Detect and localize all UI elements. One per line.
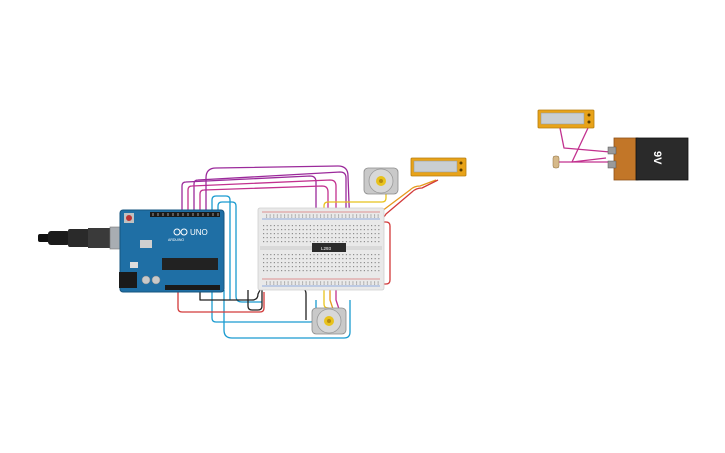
wire-purple-2[interactable] <box>193 171 347 228</box>
wire-yellow-1[interactable] <box>323 186 387 224</box>
wire-black-2[interactable] <box>247 283 268 311</box>
digital-header[interactable] <box>150 212 220 217</box>
dc-motor-top[interactable] <box>363 167 399 195</box>
lcd-display-2[interactable] <box>537 109 595 129</box>
wire-purple-1[interactable] <box>181 175 317 230</box>
wire-magenta-1[interactable] <box>187 179 337 230</box>
wires <box>177 127 611 339</box>
arduino-brand-label: ARDUINO <box>168 238 184 242</box>
power-jack-icon[interactable] <box>119 272 137 288</box>
atmega-chip <box>162 258 218 270</box>
resistor[interactable] <box>552 155 560 169</box>
wire-magenta-2[interactable] <box>199 185 329 230</box>
wire-black-1[interactable] <box>199 285 263 301</box>
wire-red-1[interactable] <box>177 290 265 313</box>
wire-black-3[interactable] <box>266 287 307 320</box>
l293-chip[interactable] <box>312 243 346 252</box>
lcd-display-1[interactable] <box>410 157 467 177</box>
wire-magenta-batt-2[interactable] <box>571 127 607 163</box>
arduino-board[interactable]: UNO ARDUINO <box>119 209 225 293</box>
wire-cyan-2[interactable] <box>217 201 262 303</box>
infinity-logo-icon <box>173 228 188 236</box>
wire-purple-3[interactable] <box>205 165 351 231</box>
arduino-model-label: UNO <box>190 228 208 237</box>
battery-voltage-label: 9V <box>651 151 663 165</box>
wire-magenta-batt-1[interactable] <box>559 127 611 153</box>
l293-chip-label: L293 <box>321 246 332 251</box>
breadboard[interactable]: L293 <box>257 207 385 291</box>
wire-cyan-3[interactable] <box>223 290 351 339</box>
dc-motor-bottom[interactable] <box>311 307 347 335</box>
analog-header[interactable] <box>165 285 220 290</box>
battery-9v[interactable]: 9V <box>607 137 689 181</box>
wire-cyan-1[interactable] <box>211 195 231 300</box>
wire-red-2[interactable] <box>380 221 391 285</box>
breadboard-holes <box>263 214 380 285</box>
